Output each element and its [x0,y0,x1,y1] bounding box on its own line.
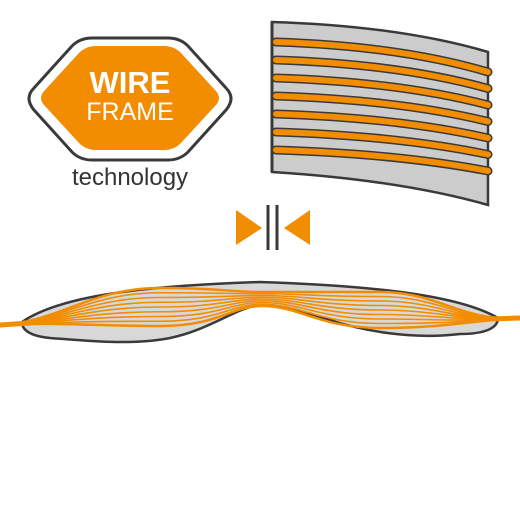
arrow-left-pointing [284,210,310,245]
logo-text-wire: WIRE [90,65,171,100]
profile-wire [0,303,520,326]
wire-profile [0,280,520,344]
panel-wire [273,129,491,158]
logo-text-frame: FRAME [86,98,174,126]
profile-wire [0,294,520,326]
panel-wire [273,93,491,125]
profile-wires [0,286,520,330]
logo-tagline: technology [72,164,188,191]
panel-wires [271,37,493,176]
compress-arrows-icon [236,205,310,250]
logo-badge-fill [41,46,219,150]
profile-wire [0,291,520,326]
profile-wire-end [0,320,33,328]
panel-wire [273,147,491,174]
arrow-right-pointing [236,210,262,245]
logo-badge-outline [27,36,233,162]
profile-wire [0,298,520,326]
profile-wire [0,299,520,326]
profile-wire [0,296,520,326]
panel-wire [273,75,491,108]
panel-wire [273,57,491,92]
panel-wire [273,111,491,141]
profile-wire [0,286,520,327]
wireframe-logo: WIRE FRAME [27,36,233,162]
profile-wire-end [487,315,520,322]
wire-panel [270,20,493,207]
profile-wire [0,304,520,330]
panel-wire [273,39,491,75]
profile-wire [0,301,520,326]
